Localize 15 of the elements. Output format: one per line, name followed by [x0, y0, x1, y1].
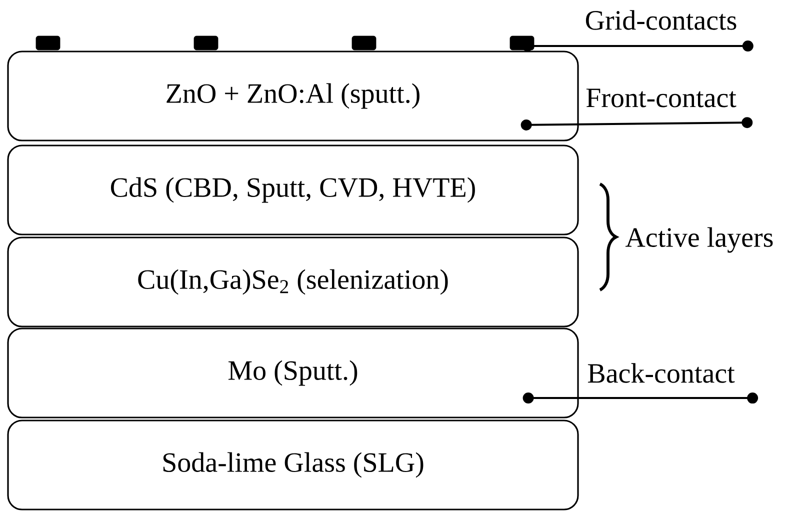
layer-box: Mo (Sputt.) [7, 328, 579, 418]
grid-contact [36, 36, 60, 50]
grid-contact [352, 36, 376, 50]
layer-box: Cu(In,Ga)Se$_{2}$ (selenization) [7, 236, 579, 328]
grid-contact [194, 36, 218, 50]
layer-label: Grid-contacts [586, 10, 736, 30]
group-label: Active layers [625, 227, 773, 253]
leader-line [522, 392, 758, 404]
layer-box: ZnO + ZnO:Al (sputt.) [7, 50, 579, 142]
layer-label: Back-contact [588, 363, 735, 383]
layer-box: Soda-lime Glass (SLG) [7, 420, 579, 510]
leader-line [520, 117, 753, 130]
leader-line [522, 40, 754, 52]
layer-box: CdS (CBD, Sputt, CVD, HVTE) [7, 144, 579, 236]
layer-label: Front-contact [586, 88, 736, 108]
